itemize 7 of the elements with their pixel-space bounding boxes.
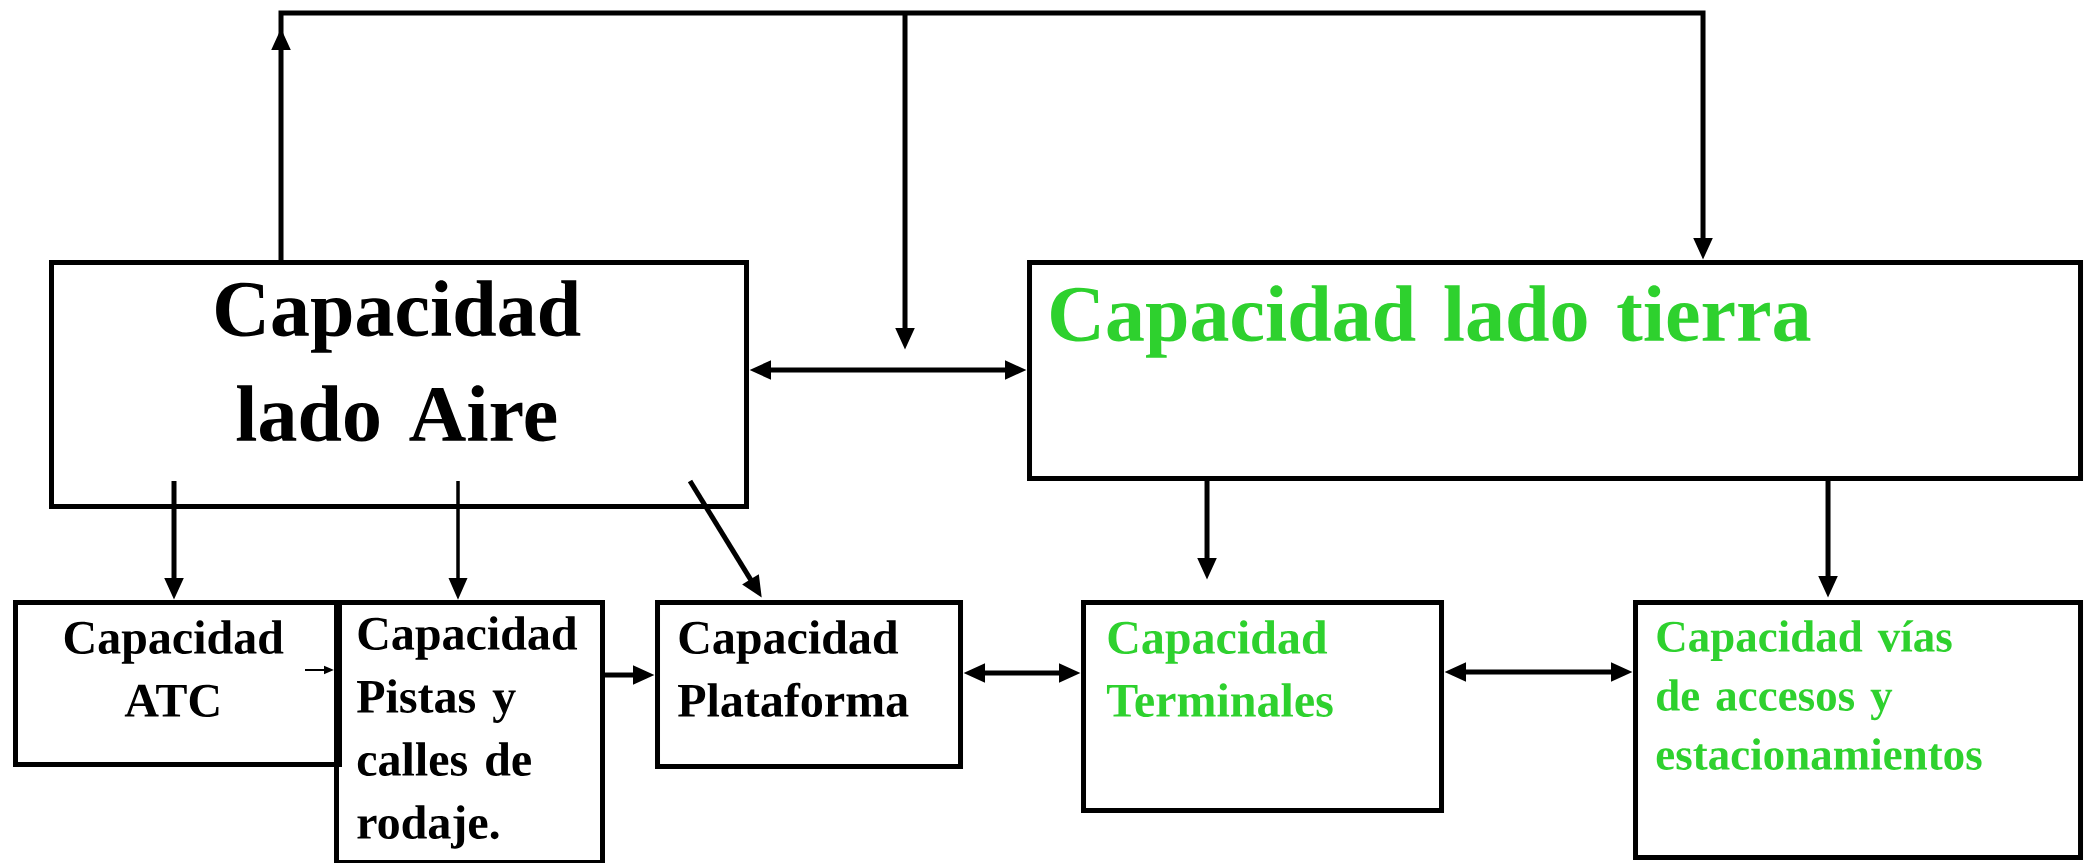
process-box: Capacidad vías de accesos y estacionamientos: [1633, 600, 2083, 860]
process-box: Capacidad ATC: [13, 600, 342, 767]
process-box: Capacidad Terminales: [1081, 600, 1444, 813]
process-box: Capacidad lado tierra: [1027, 260, 2083, 481]
process-box: Capacidad Pistas y calles de rodaje.: [334, 600, 605, 863]
process-box: Capacidad lado Aire: [49, 260, 749, 509]
process-box: Capacidad Plataforma: [655, 600, 963, 769]
